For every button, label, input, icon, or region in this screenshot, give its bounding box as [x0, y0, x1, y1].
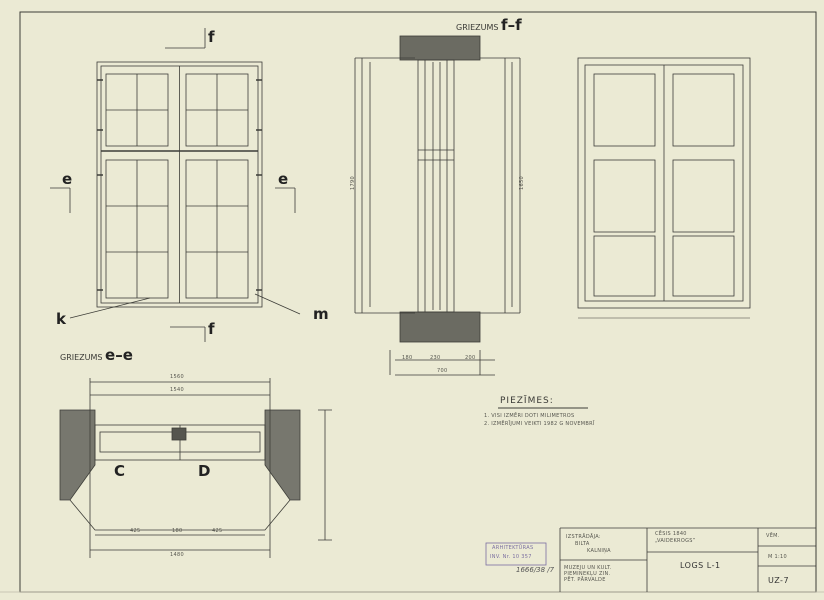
scale: M 1:10: [768, 554, 787, 560]
marker-e-right: e: [278, 170, 289, 188]
dim-ee-inner: 1540: [170, 387, 184, 393]
org-line: PIEMINEKĻU ZIN.: [564, 571, 611, 577]
object-line: CĒSIS 1840: [655, 531, 687, 537]
stamp-line-1: ARHITEKTŪRAS: [492, 545, 534, 551]
stamp-line-2: INV. Nr. 10 357: [490, 554, 532, 560]
dim-ff-a: 180: [402, 355, 413, 361]
section-f-f: [354, 35, 521, 376]
dim-ff-total: 700: [437, 368, 448, 374]
section-ee-letters: e–e: [105, 346, 133, 364]
marker-c: C: [114, 462, 126, 480]
org-line: PĒT. PĀRVALDE: [564, 577, 606, 583]
section-ff-title: GRIEZUMS f–f: [456, 16, 522, 34]
dim-ee-half-right: 425: [212, 528, 223, 534]
stamp-handwritten: 1666/38 /7: [516, 566, 555, 574]
marker-m: m: [313, 305, 329, 323]
window-front-elevation-glazed: [50, 28, 301, 342]
window-rear-elevation-panelled: [577, 57, 751, 319]
dim-ff-c: 200: [465, 355, 476, 361]
marker-d: D: [198, 462, 211, 480]
dim-ee-center: 180: [172, 528, 183, 534]
dim-ff-height: 1790: [349, 176, 356, 190]
dim-ee-half-left: 425: [130, 528, 141, 534]
drawing-title: LOGS L-1: [680, 561, 721, 570]
title-block-lines: [559, 527, 816, 592]
section-ff-prefix: GRIEZUMS: [456, 23, 499, 32]
marker-e-left: e: [62, 170, 73, 188]
section-ee-prefix: GRIEZUMS: [60, 353, 103, 362]
author-name-2: KALNIŅA: [587, 548, 611, 554]
notes-heading: PIEZĪMES:: [500, 396, 554, 406]
note-item: 1. VISI IZMĒRI DOTI MILIMETROS: [484, 413, 575, 419]
sheet-label: VĒM.: [766, 533, 780, 539]
section-e-e: [59, 378, 332, 558]
object-line: „VAIDEKROGS”: [655, 538, 696, 544]
author-name-1: BILTA: [575, 541, 590, 547]
dim-ff-b: 230: [430, 355, 441, 361]
dim-ee-overall: 1560: [170, 374, 184, 380]
section-ee-title: GRIEZUMS e–e: [60, 346, 133, 364]
marker-f-bottom: f: [208, 320, 215, 338]
section-ff-letters: f–f: [501, 16, 522, 34]
marker-f-top: f: [208, 28, 215, 46]
note-item: 2. IZMĒRĪJUMI VEIKTI 1982 G NOVEMBRĪ: [484, 421, 595, 427]
org-line: MUZEJU UN KULT.: [564, 565, 612, 571]
marker-k: k: [56, 310, 66, 328]
dim-ee-bottom: 1480: [170, 552, 184, 558]
author-label: IZSTRĀDĀJA:: [566, 534, 601, 540]
dim-ff-inner-height: 1650: [518, 176, 525, 190]
sheet-number: UZ-7: [768, 576, 790, 585]
museum-stamp: [485, 542, 547, 566]
